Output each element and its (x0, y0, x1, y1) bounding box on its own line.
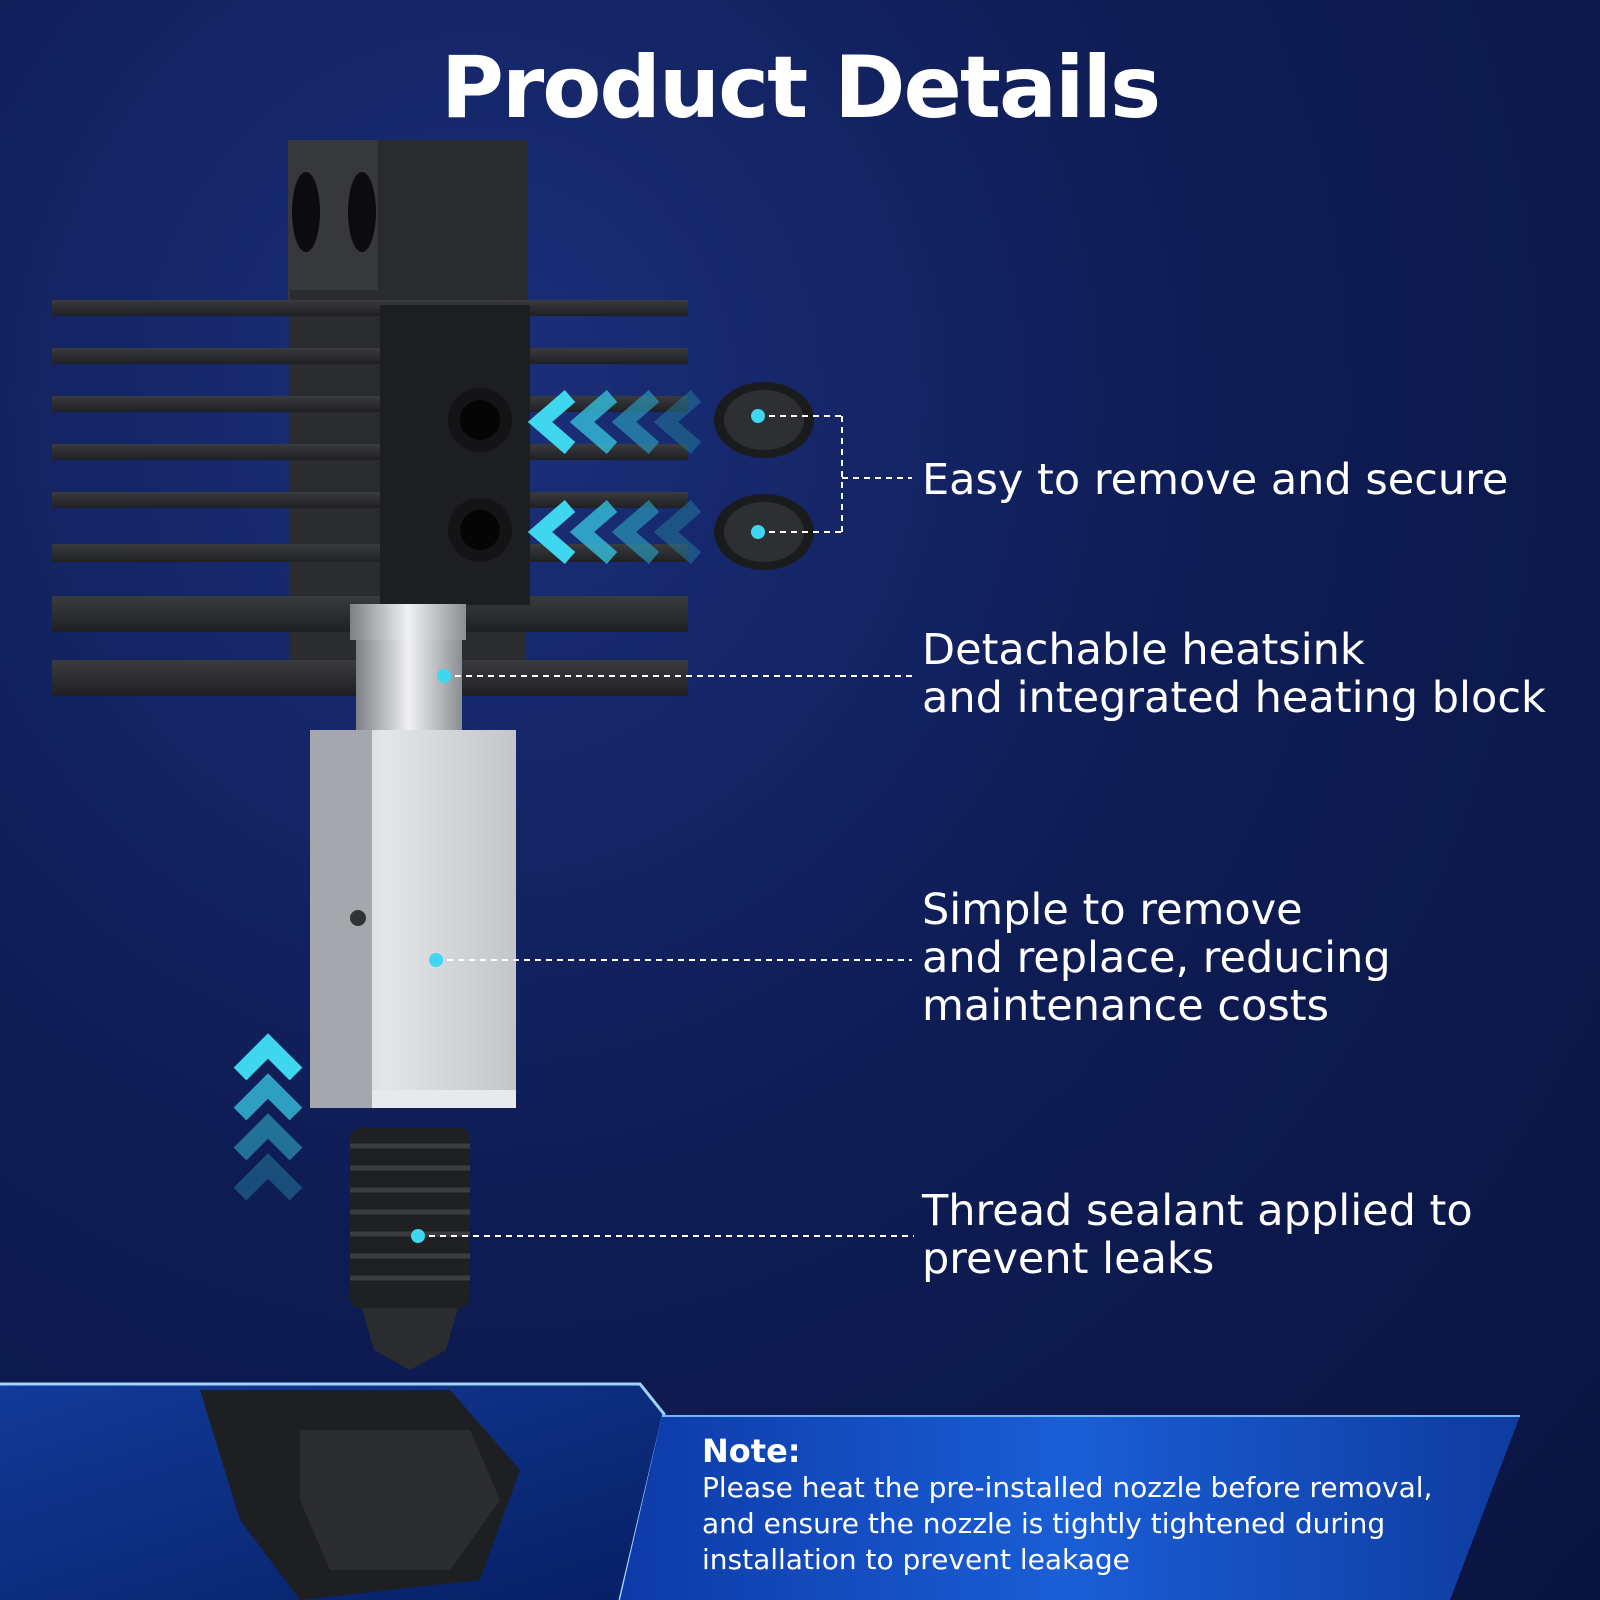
note-banner (0, 1382, 1520, 1600)
callout-thread-sealant: Thread sealant applied to prevent leaks (922, 1186, 1473, 1284)
note-line: installation to prevent leakage (702, 1543, 1130, 1576)
callout-detachable-heatsink: Detachable heatsink and integrated heati… (922, 625, 1546, 723)
page-title: Product Details (440, 38, 1161, 138)
callout-remove-secure: Easy to remove and secure (922, 455, 1509, 505)
callout-simple-replace: Simple to remove and replace, reducing m… (922, 885, 1391, 1031)
chevron-up-icon (233, 1033, 303, 1201)
note-line: Please heat the pre-installed nozzle bef… (702, 1471, 1433, 1504)
chevron-left-icon (527, 389, 702, 565)
note-text: Note: Please heat the pre-installed nozz… (702, 1432, 1482, 1578)
screw-icon (714, 382, 814, 570)
note-title: Note: (702, 1432, 801, 1470)
heating-block-icon (310, 730, 516, 1108)
heatsink-icon (52, 140, 688, 696)
nozzle-icon (350, 1128, 470, 1370)
note-line: and ensure the nozzle is tightly tighten… (702, 1507, 1386, 1540)
